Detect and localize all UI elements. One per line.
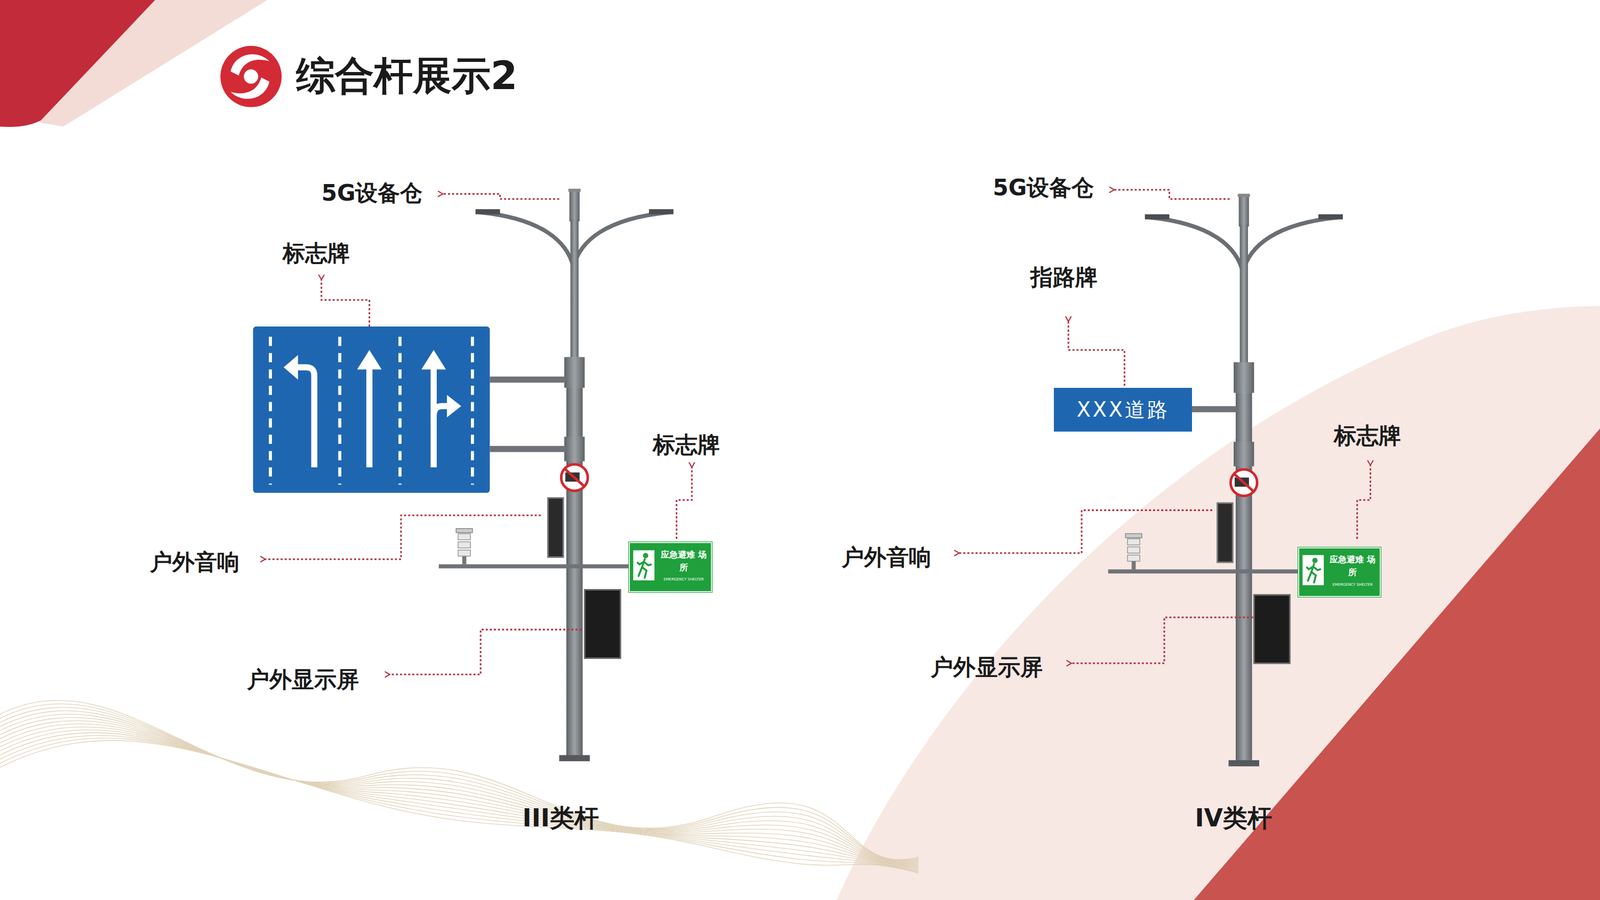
sign-subtext: EMERGENCY SHELTER bbox=[658, 577, 710, 582]
sign-text: 应急避难 场所 bbox=[1327, 553, 1378, 580]
callout-label: 标志牌 bbox=[652, 432, 720, 458]
pole-type-label: IV类杆 bbox=[1194, 804, 1272, 832]
callout-label: 5G设备仓 bbox=[321, 180, 423, 206]
road-name-sign: XXX道路 bbox=[1053, 387, 1192, 432]
callout-label: 户外显示屏 bbox=[930, 654, 1043, 680]
pole-type-label: III类杆 bbox=[522, 804, 599, 832]
page-title: 综合杆展示2 bbox=[296, 54, 518, 98]
callout-label: 户外显示屏 bbox=[246, 667, 359, 692]
callout-label: 指路牌 bbox=[1030, 265, 1098, 290]
running-man-icon bbox=[1300, 549, 1328, 593]
sign-text: 应急避难 场所 bbox=[658, 548, 710, 575]
callout-label: 户外音响 bbox=[841, 545, 932, 570]
road-name: XXX道路 bbox=[1076, 396, 1170, 424]
lane-sign bbox=[252, 326, 490, 493]
logo bbox=[220, 45, 282, 108]
running-man-icon bbox=[631, 545, 659, 588]
callout-label: 标志牌 bbox=[1333, 423, 1402, 448]
shelter-sign: 应急避难 场所 EMERGENCY SHELTER bbox=[1298, 547, 1381, 598]
callout-label: 5G设备仓 bbox=[993, 175, 1095, 200]
shelter-sign: 应急避难 场所 EMERGENCY SHELTER bbox=[628, 541, 713, 592]
callout-label: 标志牌 bbox=[282, 241, 350, 266]
callout-label: 户外音响 bbox=[149, 549, 240, 575]
sign-subtext: EMERGENCY SHELTER bbox=[1327, 582, 1378, 587]
